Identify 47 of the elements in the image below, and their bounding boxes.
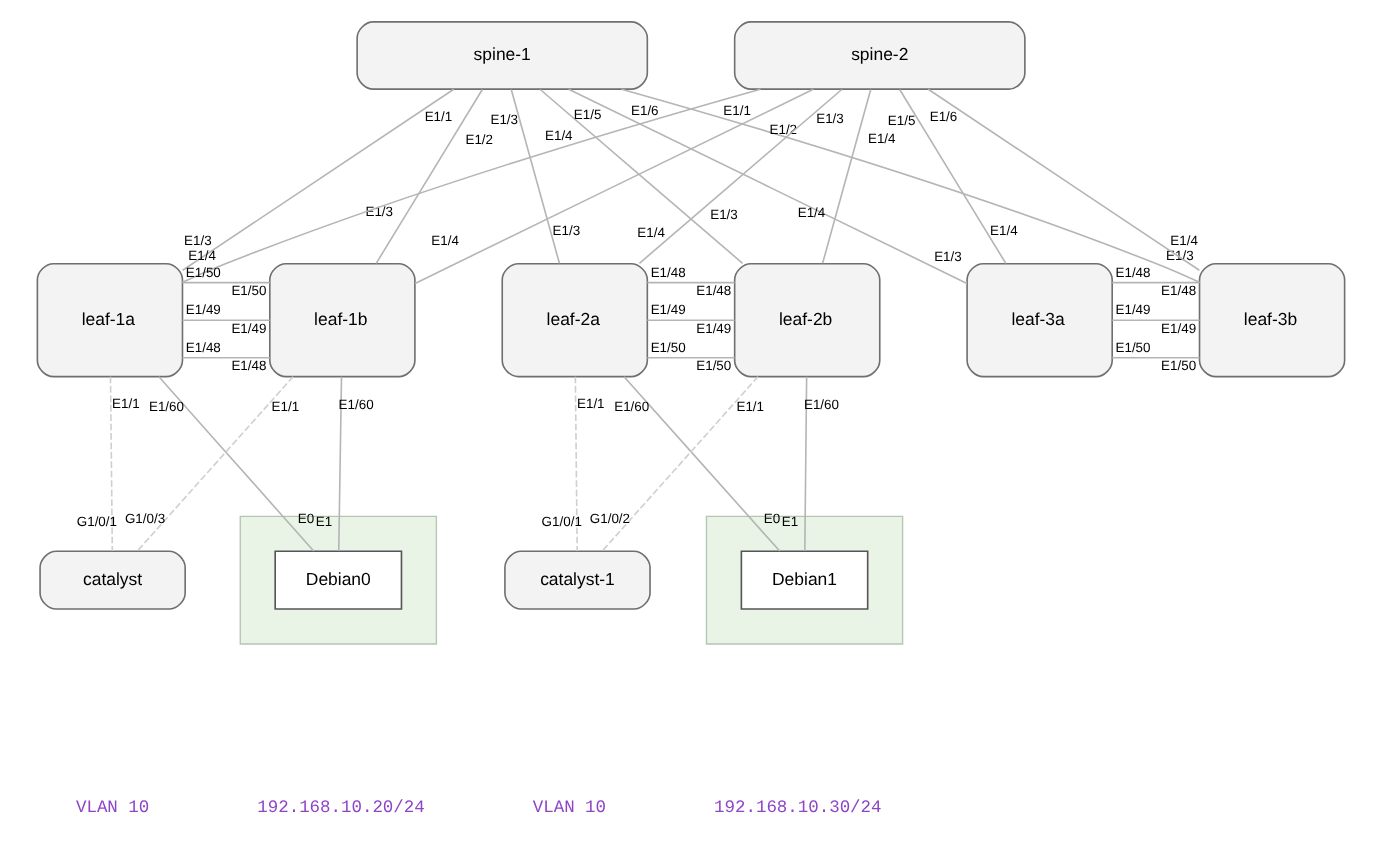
connector <box>180 357 270 359</box>
node-box: leaf-2b <box>732 262 880 378</box>
connector <box>336 375 342 552</box>
node-box: leaf-3a <box>965 262 1112 378</box>
connector <box>108 375 113 552</box>
cluster <box>238 515 437 645</box>
connector <box>645 357 735 359</box>
cluster <box>704 515 903 645</box>
connector <box>538 88 743 265</box>
node-box: Debian0 <box>273 550 402 610</box>
node-box: spine-1 <box>355 21 648 90</box>
connector <box>180 281 270 284</box>
connector <box>573 375 577 552</box>
connector <box>600 375 758 552</box>
connector <box>509 88 560 265</box>
connector <box>926 88 1200 272</box>
connector <box>157 375 314 552</box>
label: VLAN 10 <box>74 798 149 819</box>
node-box: catalyst <box>38 550 185 610</box>
node-box: leaf-1a <box>35 262 183 378</box>
node-box: spine-2 <box>732 21 1025 90</box>
connector <box>180 319 270 321</box>
connector <box>1110 281 1200 284</box>
connector <box>645 281 735 284</box>
connector <box>897 88 1006 265</box>
connector <box>413 88 814 285</box>
connector <box>1110 357 1200 359</box>
connector <box>566 88 967 285</box>
connector <box>645 319 735 321</box>
label: VLAN 10 <box>531 798 606 819</box>
connector <box>622 375 780 552</box>
node-box: leaf-3b <box>1197 262 1345 378</box>
node-box: leaf-1b <box>268 262 415 378</box>
connector <box>803 375 807 552</box>
connector <box>374 88 483 265</box>
connector <box>1110 319 1200 321</box>
connector <box>180 88 454 272</box>
connector <box>180 88 761 284</box>
node-box: catalyst-1 <box>503 550 650 610</box>
label: 192.168.10.20/24 <box>256 798 424 819</box>
node-box: leaf-2a <box>500 262 648 378</box>
connector <box>820 88 871 265</box>
connector <box>637 88 842 265</box>
label: 192.168.10.30/24 <box>713 798 881 819</box>
connector <box>135 375 293 552</box>
node-box: Debian1 <box>739 550 868 610</box>
connector <box>619 88 1200 284</box>
